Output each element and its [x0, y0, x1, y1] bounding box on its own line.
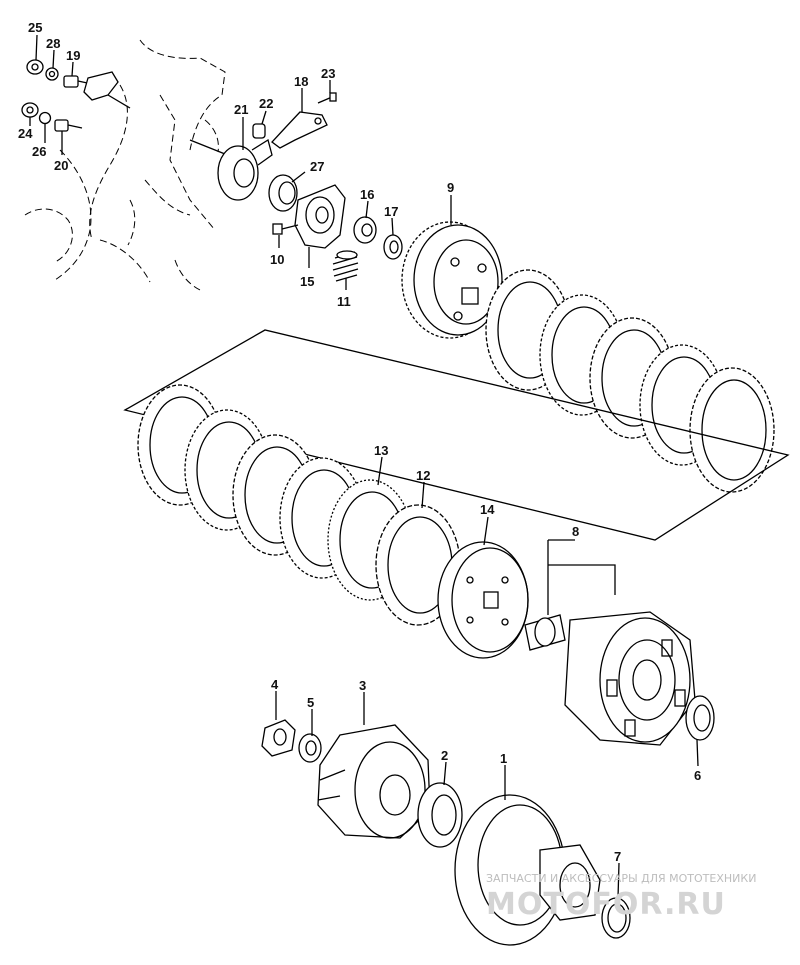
- part-20-bolt: [54, 119, 83, 132]
- leader-lines: [29, 34, 699, 899]
- part-11-spring: [332, 250, 359, 282]
- upper-plate-stack: [485, 269, 775, 493]
- callout-26: 26: [32, 144, 46, 159]
- callout-28: 28: [46, 36, 60, 51]
- part-27-bearing: [268, 174, 298, 212]
- callout-3: 3: [359, 678, 366, 693]
- callout-7: 7: [614, 849, 621, 864]
- part-release-lever: [83, 71, 131, 109]
- callout-14: 14: [480, 502, 495, 517]
- part-22-pin: [252, 123, 266, 139]
- callout-8: 8: [572, 524, 579, 539]
- callout-4: 4: [271, 677, 279, 692]
- callout-24: 24: [18, 126, 33, 141]
- part-17-washer: [383, 234, 403, 260]
- part-8-clutch-housing: [524, 611, 696, 746]
- callout-5: 5: [307, 695, 314, 710]
- callout-11: 11: [337, 294, 351, 309]
- callout-25: 25: [28, 20, 42, 35]
- part-25-nut: [26, 59, 44, 75]
- part-21-lifter-plate: [217, 138, 273, 201]
- watermark-tagline: ЗАПЧАСТИ И АКСЕССУАРЫ ДЛЯ МОТОТЕХНИКИ: [486, 872, 756, 885]
- part-15-pressure-plate: [294, 184, 346, 249]
- plate-stack-frame: [123, 329, 790, 541]
- callout-23: 23: [321, 66, 335, 81]
- part-23-screw: [317, 92, 337, 104]
- callout-13: 13: [374, 443, 388, 458]
- part-28-washer: [45, 67, 59, 81]
- part-24-nut: [21, 102, 39, 118]
- part-26-washer: [38, 111, 52, 125]
- callout-2: 2: [441, 748, 448, 763]
- part-2-bearing: [417, 782, 463, 848]
- callout-17: 17: [384, 204, 398, 219]
- callout-16: 16: [360, 187, 374, 202]
- part-1-clutch-drum: [454, 794, 601, 946]
- part-18-lever: [271, 111, 328, 149]
- callout-22: 22: [259, 96, 273, 111]
- callout-15: 15: [300, 274, 314, 289]
- watermark: ЗАПЧАСТИ И АКСЕССУАРЫ ДЛЯ МОТОТЕХНИКИ MO…: [486, 872, 756, 922]
- callout-21: 21: [234, 102, 248, 117]
- callout-12: 12: [416, 468, 430, 483]
- part-7-circlip: [601, 897, 631, 939]
- watermark-site: MOTOFOR.RU: [486, 887, 726, 922]
- part-16-cap: [353, 216, 377, 244]
- callout-18: 18: [294, 74, 308, 89]
- callout-1: 1: [500, 751, 507, 766]
- part-9-drive-gear: [401, 221, 503, 339]
- callout-27: 27: [310, 159, 324, 174]
- part-5-washer: [298, 733, 322, 763]
- callout-19: 19: [66, 48, 80, 63]
- part-3-centrifugal-clutch: [317, 724, 431, 839]
- part-4-nut: [261, 719, 296, 757]
- part-6-washer: [685, 695, 715, 741]
- callout-20: 20: [54, 158, 68, 173]
- callout-9: 9: [447, 180, 454, 195]
- part-19-bolt: [63, 75, 93, 88]
- callout-6: 6: [694, 768, 701, 783]
- callout-labels: 25 28 19 24 26 20 21 22 18 23 27 16 17 9…: [18, 20, 701, 864]
- part-14-disc: [437, 541, 529, 659]
- engine-case-outline: [24, 39, 241, 291]
- part-10-bolt: [272, 223, 299, 235]
- callout-10: 10: [270, 252, 284, 267]
